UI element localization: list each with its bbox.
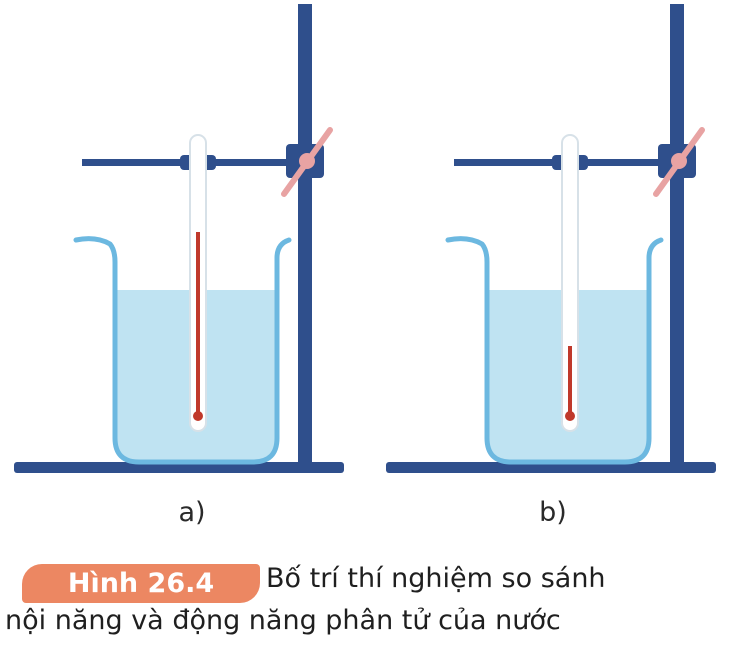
thermometer-liquid-a <box>196 232 200 418</box>
figure-number-badge: Hình 26.4 <box>22 564 260 603</box>
thermometer-bulb-b <box>565 411 575 421</box>
experiment-illustration <box>14 4 716 473</box>
panel-label-b: b) <box>539 497 567 528</box>
figure-caption: Hình 26.4 Bố trí thí nghiệm so sánh nội … <box>0 556 734 647</box>
stand-pole-b <box>670 4 684 466</box>
screw-knob-b <box>671 153 687 169</box>
setup-a <box>14 4 344 473</box>
beaker-a <box>73 236 292 465</box>
setup-b <box>386 4 716 473</box>
thermometer-bulb-a <box>193 411 203 421</box>
thermometer-liquid-b <box>568 346 572 418</box>
thermometer-tube-b <box>561 134 579 432</box>
stand-base-b <box>386 462 716 473</box>
caption-text-line2: nội năng và động năng phân tử của nước <box>5 605 561 636</box>
screw-knob-a <box>299 153 315 169</box>
stand-base-a <box>14 462 344 473</box>
stand-pole-a <box>298 4 312 466</box>
beaker-b <box>445 236 664 465</box>
caption-text-line1: Bố trí thí nghiệm so sánh <box>266 563 606 594</box>
panel-label-a: a) <box>178 497 206 528</box>
